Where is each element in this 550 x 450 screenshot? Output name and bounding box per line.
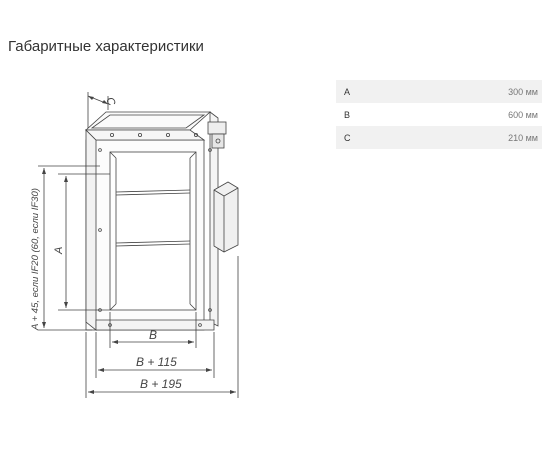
- spec-label: B: [344, 109, 351, 120]
- dim-label-b115: B + 115: [136, 355, 177, 369]
- damper-drawing: C A A + 45, если IF20 (60, если IF30) B …: [30, 92, 239, 398]
- dimension-b195: [85, 256, 239, 398]
- dimension-b: [109, 312, 197, 348]
- dim-label-b195: B + 195: [140, 377, 182, 391]
- spec-row-a: A 300 мм: [336, 80, 542, 103]
- dim-label-a: A: [53, 247, 65, 255]
- spec-value: 210 мм: [508, 132, 538, 143]
- page-title: Габаритные характеристики: [8, 38, 204, 55]
- dimension-b115: [95, 332, 215, 378]
- damper-body: [84, 111, 219, 331]
- dimension-a-ext: [38, 165, 100, 331]
- dim-label-a-ext: A + 45, если IF20 (60, если IF30): [30, 188, 41, 331]
- top-bracket: [207, 121, 227, 149]
- dim-label-b: B: [149, 328, 157, 342]
- dimension-c: [87, 92, 109, 128]
- spec-row-b: B 600 мм: [336, 103, 542, 126]
- dim-label-c: C: [103, 96, 117, 108]
- dimension-a: [58, 173, 110, 311]
- spec-table: A 300 мм B 600 мм C 210 мм: [336, 80, 542, 149]
- spec-label: C: [344, 132, 351, 143]
- spec-label: A: [344, 86, 351, 97]
- spec-row-c: C 210 мм: [336, 126, 542, 149]
- actuator-box: [213, 181, 239, 253]
- spec-value: 300 мм: [508, 86, 538, 97]
- spec-value: 600 мм: [508, 109, 538, 120]
